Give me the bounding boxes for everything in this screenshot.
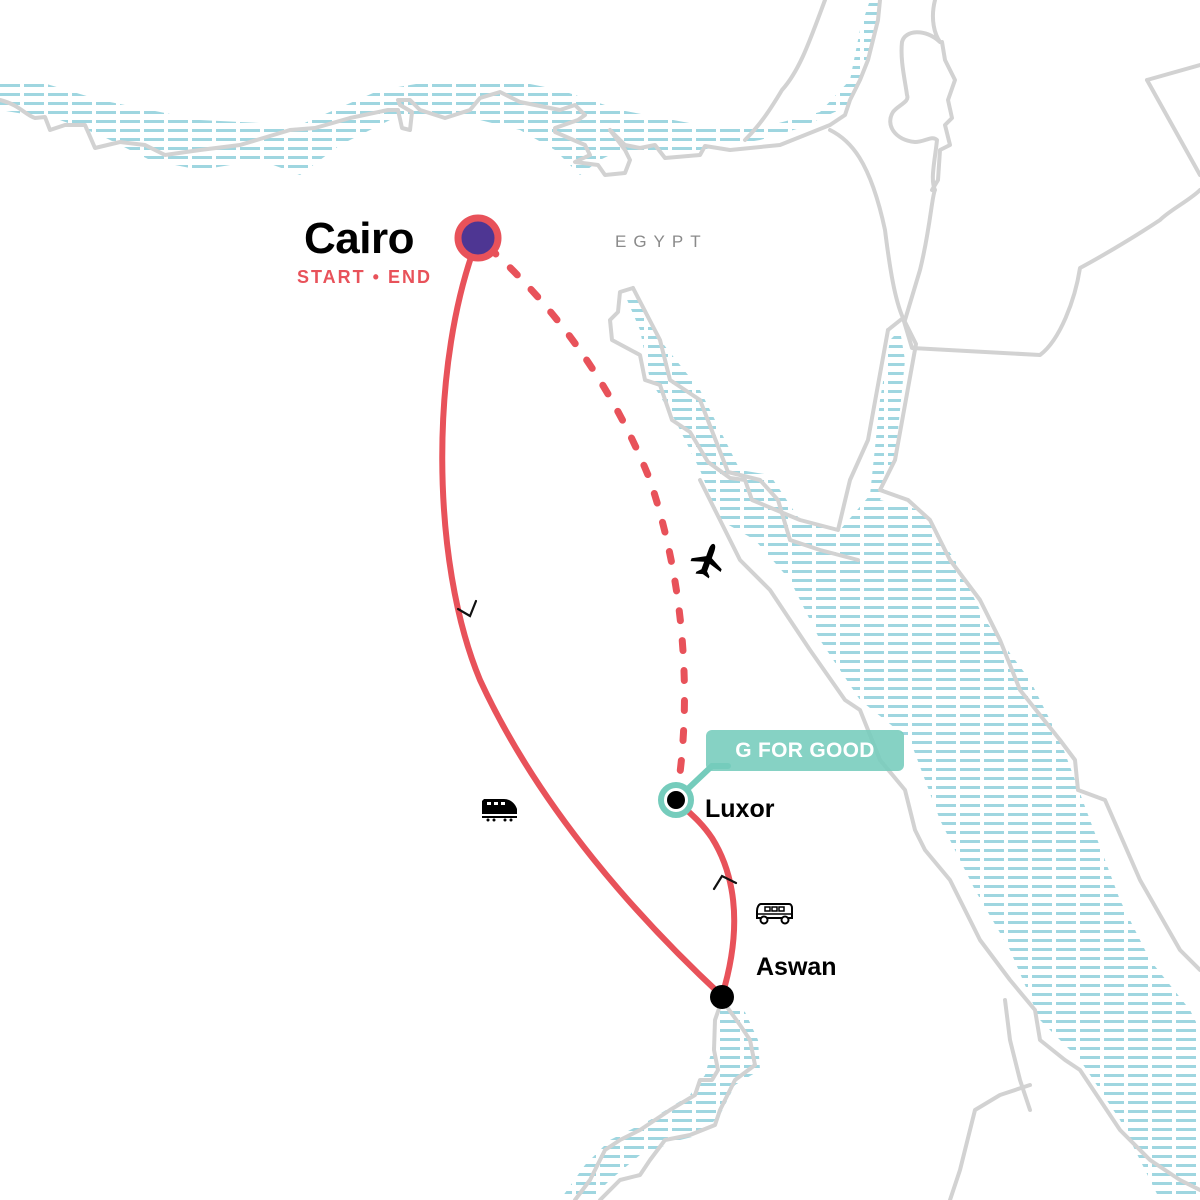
luxor-label: Luxor bbox=[705, 795, 775, 823]
route-luxor-cairo-flight bbox=[474, 234, 688, 804]
train-icon bbox=[482, 799, 517, 822]
route-aswan-luxor-van bbox=[673, 797, 738, 999]
northeast-borders bbox=[743, 0, 1200, 357]
plane-icon bbox=[690, 543, 722, 579]
g-for-good-badge[interactable]: G FOR GOOD bbox=[706, 730, 904, 771]
luxor-marker[interactable] bbox=[658, 782, 694, 818]
cairo-label: Cairo bbox=[304, 214, 414, 263]
country-label: EGYPT bbox=[615, 232, 708, 251]
aswan-marker[interactable] bbox=[710, 985, 734, 1009]
start-end-label: START • END bbox=[297, 267, 432, 287]
lake-nasser bbox=[560, 998, 760, 1200]
van-icon bbox=[756, 903, 793, 925]
mediterranean-sea bbox=[0, 0, 882, 177]
aswan-label: Aswan bbox=[756, 953, 837, 981]
route-cairo-aswan-train bbox=[439, 235, 725, 999]
route-legs bbox=[439, 234, 738, 999]
direction-arrow-icon bbox=[712, 874, 738, 891]
direction-arrow-icon bbox=[456, 599, 478, 618]
red-sea bbox=[608, 286, 1200, 1200]
cairo-marker[interactable] bbox=[454, 214, 502, 262]
